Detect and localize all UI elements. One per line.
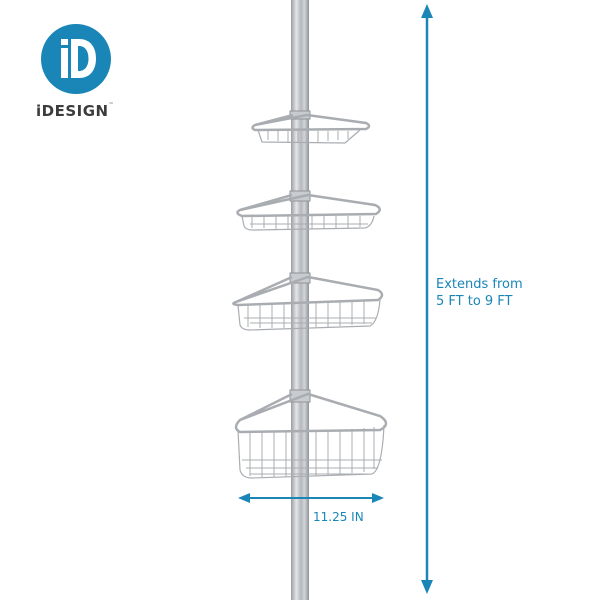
arrow-down-icon [421,580,433,594]
logo-circle [41,24,111,94]
height-dimension-arrow [421,4,433,594]
basket-2 [236,190,381,231]
height-label-line1: Extends from [436,277,523,292]
tension-pole [291,0,309,600]
brand-wordmark: iDESIGN™ [36,102,126,120]
id-monogram-icon [61,39,96,78]
width-dimension-label: 11.25 IN [313,510,364,524]
basket-3 [232,272,384,331]
width-dimension-arrow [238,493,384,503]
trademark-symbol: ™ [108,102,115,108]
basket-1 [251,110,371,144]
arrow-left-icon [238,493,250,503]
height-label-line2: 5 FT to 9 FT [436,294,513,309]
basket-4 [234,389,388,479]
height-dimension-label: Extends from 5 FT to 9 FT [436,276,523,310]
arrow-up-icon [421,4,433,18]
arrow-right-icon [372,493,384,503]
brand-name: iDESIGN [36,102,109,120]
